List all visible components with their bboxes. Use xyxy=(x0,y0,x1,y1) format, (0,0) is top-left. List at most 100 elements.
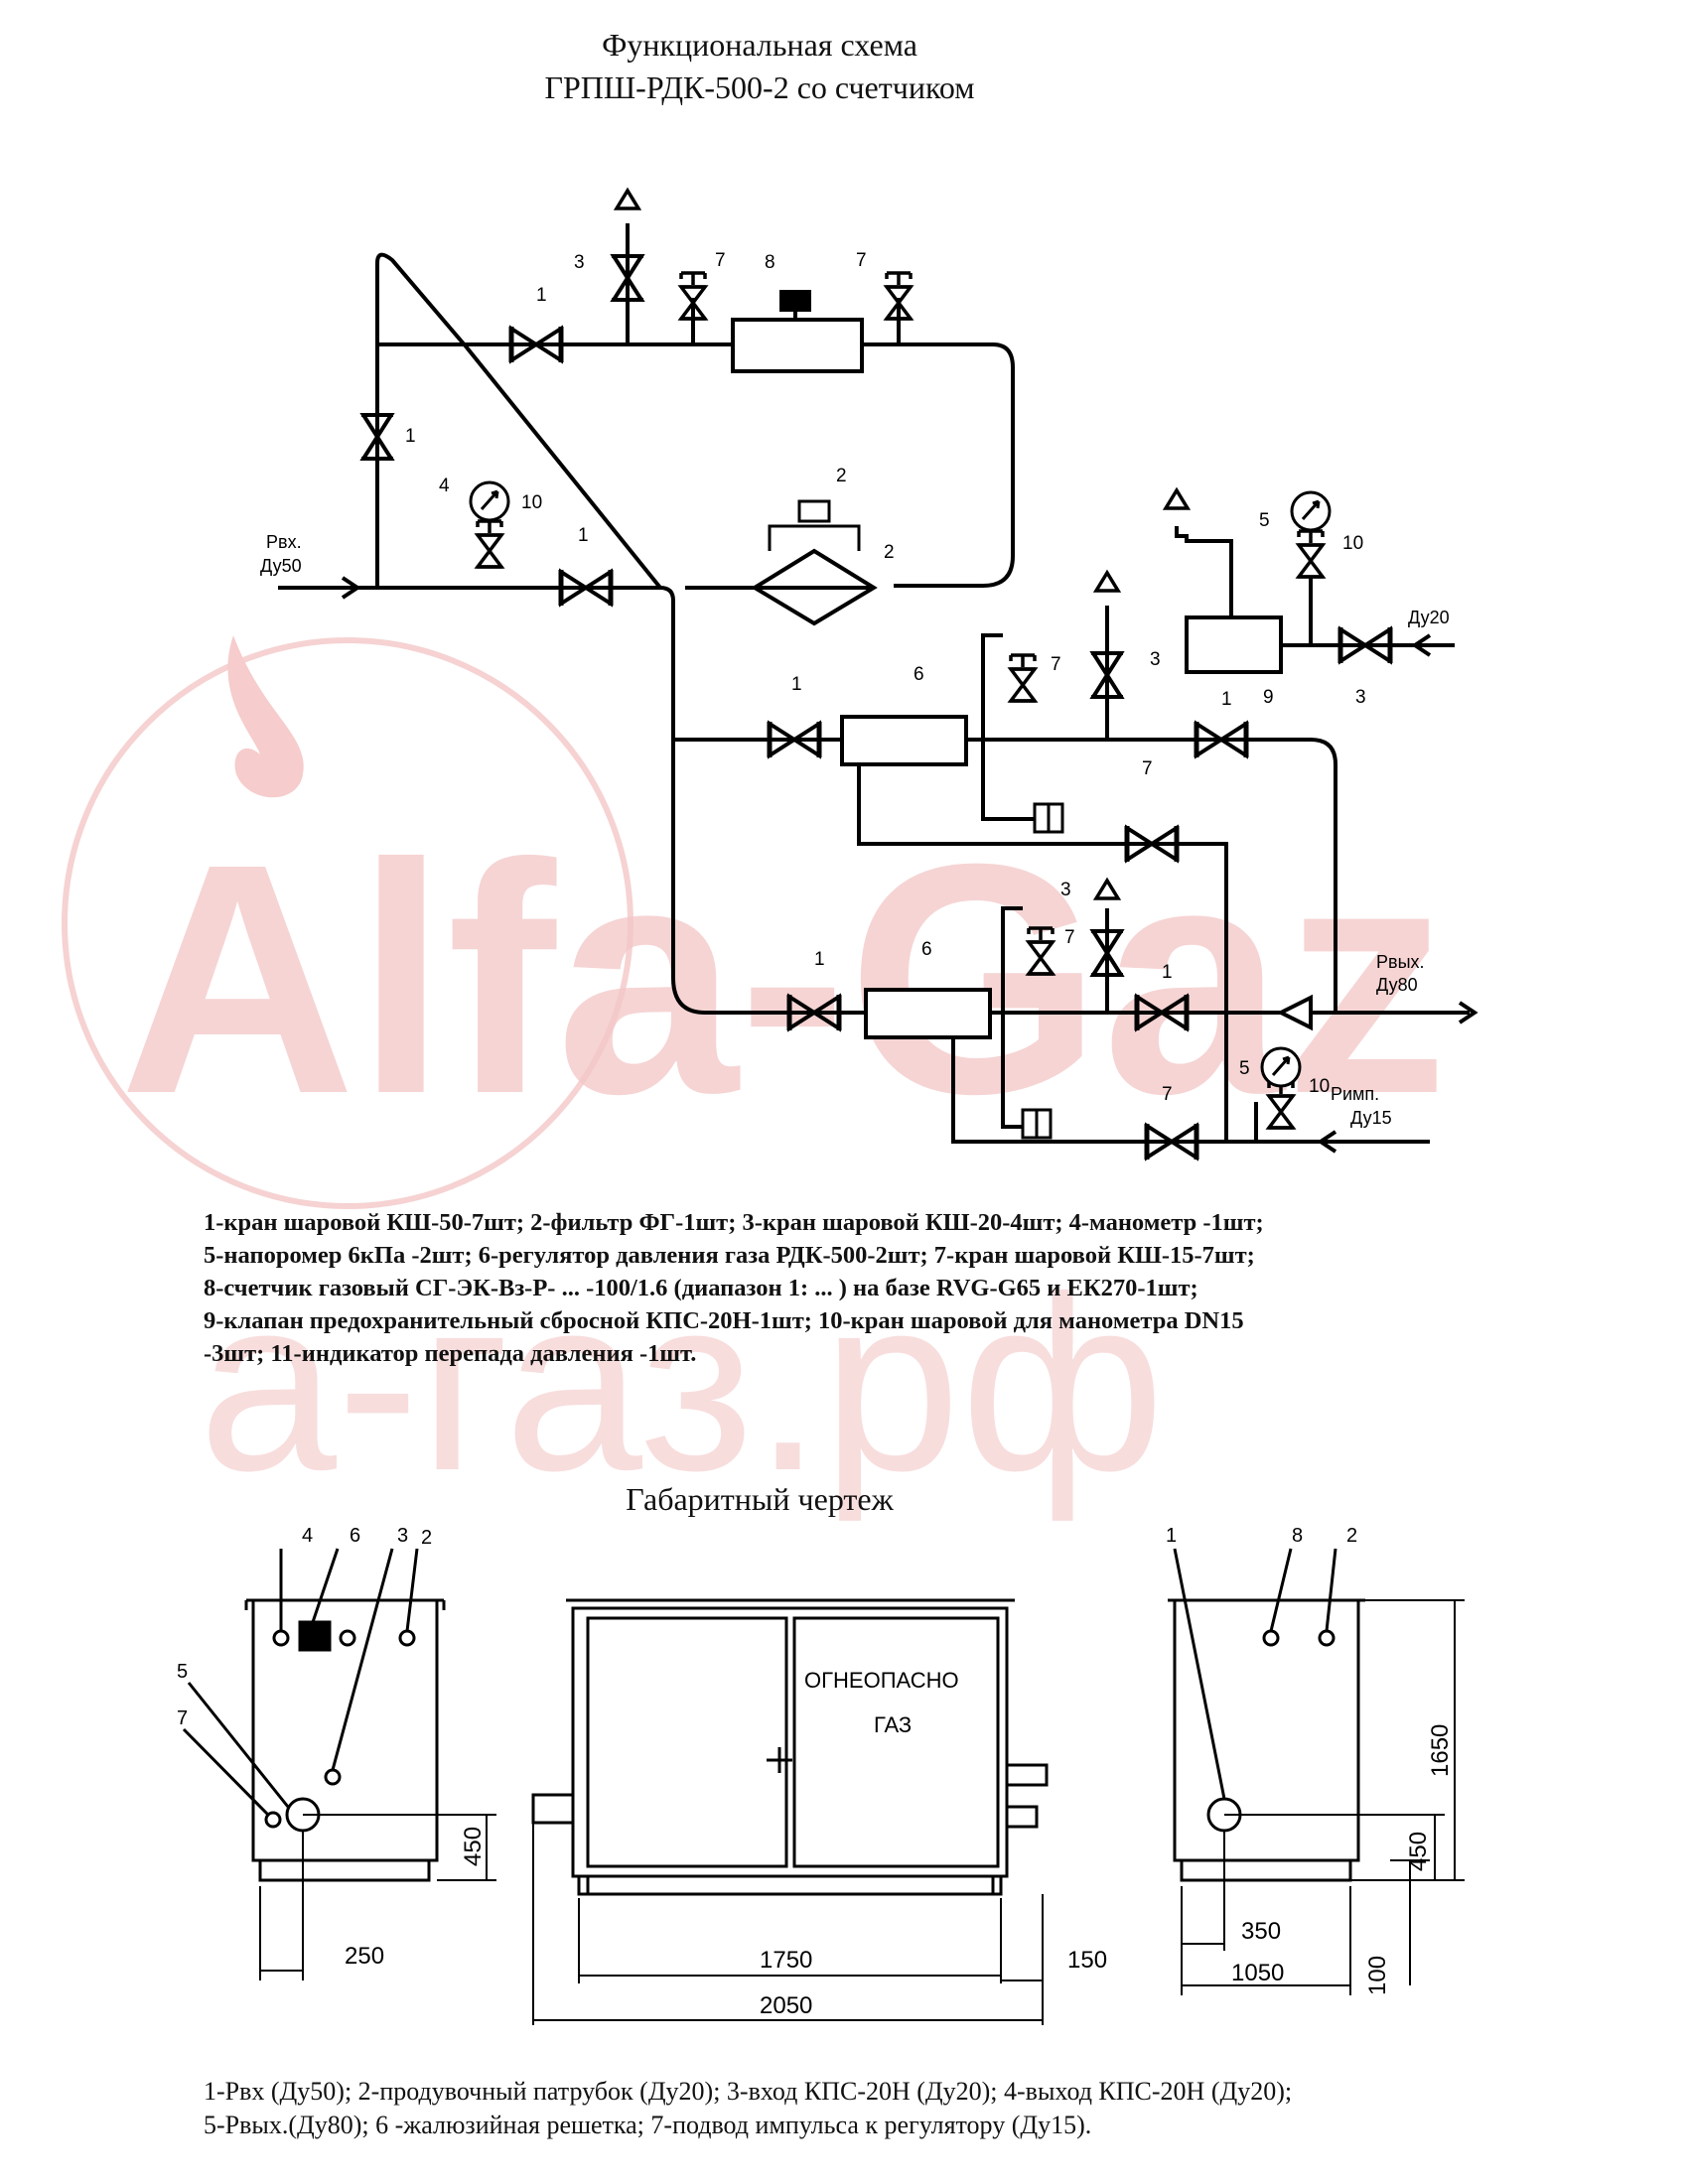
meter xyxy=(731,290,864,373)
dim-1750: 1750 xyxy=(760,1947,812,1974)
item-num: 3 xyxy=(574,252,585,273)
watermark-ring xyxy=(62,637,633,1209)
item-num: 3 xyxy=(1150,649,1161,670)
item-num: 1 xyxy=(791,674,802,695)
item-num: 6 xyxy=(921,939,932,960)
vent-icon-4 xyxy=(1164,488,1190,510)
callout: 2 xyxy=(421,1527,432,1549)
item-num: 10 xyxy=(521,492,542,513)
valve-7-line1 xyxy=(1008,653,1038,703)
legend-line: -3шт; 11-индикатор перепада давления -1ш… xyxy=(204,1340,697,1367)
item-num: 3 xyxy=(1355,687,1366,708)
item-num: 10 xyxy=(1342,533,1363,554)
equipment-legend: 1-кран шаровой КШ-50-7шт; 2-фильтр ФГ-1ш… xyxy=(204,1206,1524,1370)
filter xyxy=(751,499,878,626)
title-line-2: ГРПШ-РДК-500-2 со счетчиком xyxy=(544,69,975,105)
item-num: 1 xyxy=(1221,689,1232,710)
pressure-diff-indicator-2 xyxy=(1021,1108,1053,1140)
door-text-1: ОГНЕОПАСНО xyxy=(804,1668,959,1693)
relief-dn-label: Ду20 xyxy=(1408,608,1450,627)
manometer-4 xyxy=(469,480,510,522)
impulse-pressure-label: Римп. xyxy=(1331,1084,1379,1104)
item-num: 1 xyxy=(1162,962,1173,983)
impulse-2 xyxy=(951,1027,1430,1144)
item-num: 10 xyxy=(1309,1076,1330,1097)
pressure-gauge-5-relief xyxy=(1290,490,1332,532)
item-num: 4 xyxy=(439,476,450,496)
front-view xyxy=(531,1598,1049,1896)
item-num: 6 xyxy=(914,664,924,685)
inlet-pipe xyxy=(278,586,706,1015)
item-num: 7 xyxy=(1162,1084,1173,1105)
callout: 5 xyxy=(177,1661,188,1683)
item-num: 5 xyxy=(1239,1058,1250,1079)
vent-icon-1 xyxy=(615,189,640,210)
item-num: 1 xyxy=(536,285,547,306)
item-num: 3 xyxy=(1060,880,1071,900)
item-num: 8 xyxy=(765,252,775,273)
relief-vent xyxy=(1175,526,1233,615)
watermark-domain: а-газ.рф xyxy=(199,1245,1165,1522)
pressure-gauge-5-outlet xyxy=(1260,1046,1302,1088)
item-num: 5 xyxy=(1259,510,1270,531)
outlet-arrow xyxy=(1458,1001,1478,1024)
dim-100: 100 xyxy=(1364,1956,1391,1995)
valve-10-relief xyxy=(1296,529,1326,579)
dim-1050: 1050 xyxy=(1231,1960,1284,1986)
vent-icon-2 xyxy=(1094,571,1120,593)
callout: 4 xyxy=(302,1525,313,1547)
callout: 7 xyxy=(177,1707,188,1729)
outlet-pressure-label: Рвых. xyxy=(1376,952,1425,972)
relief-arrow xyxy=(1411,633,1432,657)
valve-10-inlet xyxy=(475,519,504,569)
dim-1650: 1650 xyxy=(1427,1724,1454,1777)
callout: 6 xyxy=(350,1525,360,1547)
dim-2050: 2050 xyxy=(760,1992,812,2019)
inlet-arrow xyxy=(341,576,361,600)
imp-arrow xyxy=(1317,1130,1337,1154)
item-num: 2 xyxy=(884,542,895,563)
item-num: 7 xyxy=(715,250,726,271)
check-valve xyxy=(1276,994,1313,1031)
title-line-1: Функциональная схема xyxy=(602,27,917,63)
callout: 8 xyxy=(1292,1525,1303,1547)
dim-450-right: 450 xyxy=(1405,1832,1432,1871)
legend-line: 5-Рвых.(Ду80); 6 -жалюзийная решетка; 7-… xyxy=(204,2111,1092,2139)
item-num: 1 xyxy=(578,525,589,546)
item-num: 7 xyxy=(1064,927,1075,948)
callout: 2 xyxy=(1346,1525,1357,1547)
item-num: 2 xyxy=(836,466,847,486)
regulator-1 xyxy=(840,715,968,766)
item-num: 9 xyxy=(1263,687,1274,708)
door-text-2: ГАЗ xyxy=(874,1712,912,1737)
callout: 3 xyxy=(397,1525,408,1547)
legend-line: 5-напоромер 6кПа -2шт; 6-регулятор давле… xyxy=(204,1242,1255,1269)
item-num: 7 xyxy=(1142,758,1153,779)
valve-10-outlet xyxy=(1266,1080,1296,1130)
item-num: 7 xyxy=(856,250,867,271)
legend-line: 9-клапан предохранительный сбросной КПС-… xyxy=(204,1307,1244,1334)
impulse-1 xyxy=(857,754,1228,1142)
dim-150: 150 xyxy=(1067,1947,1107,1974)
dim-450-left: 450 xyxy=(460,1827,487,1866)
outlet-dn-label: Ду80 xyxy=(1376,975,1418,995)
valve-7-line2 xyxy=(1026,926,1055,976)
watermark-flame xyxy=(227,635,304,798)
impulse-1-up xyxy=(981,633,1048,821)
inlet-pressure-label: Рвх. xyxy=(266,532,302,552)
dim-350: 350 xyxy=(1241,1918,1281,1945)
functional-scheme: 1 1 1 1 1 1 1 2 2 3 3 3 3 4 5 5 6 6 7 7 … xyxy=(260,189,1478,1211)
impulse-dn-label: Ду15 xyxy=(1350,1108,1392,1128)
line-1 xyxy=(675,738,1337,1013)
relief-valve xyxy=(1185,615,1283,674)
pressure-diff-indicator-1 xyxy=(1033,802,1064,834)
connections-legend: 1-Рвх (Ду50); 2-продувочный патрубок (Ду… xyxy=(204,2075,1594,2142)
item-num: 1 xyxy=(405,426,416,447)
vent-icon-3 xyxy=(1094,879,1120,900)
item-num: 7 xyxy=(1051,654,1061,675)
meter-line xyxy=(377,342,1015,588)
item-num: 1 xyxy=(814,949,825,970)
dimensional-drawing: ОГНЕОПАСНО ГАЗ 450 250 1750 150 2050 165… xyxy=(177,1525,1465,2025)
callout: 1 xyxy=(1166,1525,1177,1547)
bypass-vertical xyxy=(375,252,662,590)
